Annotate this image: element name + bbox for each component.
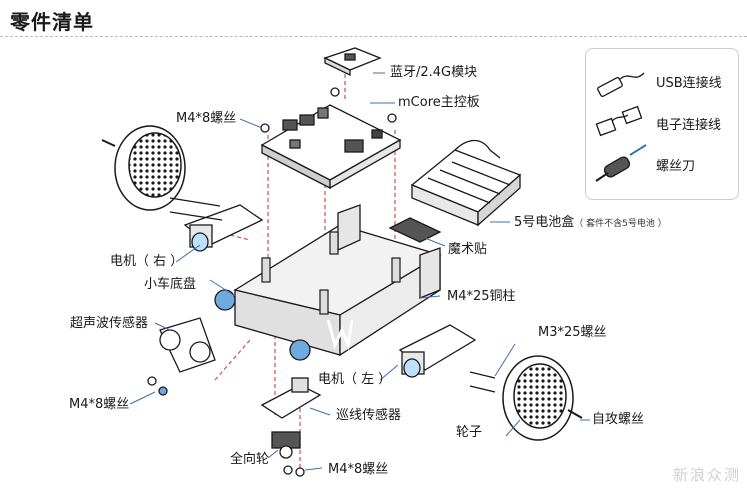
legend-screwdriver: 螺丝刀 xyxy=(656,159,696,174)
wheel-top-left xyxy=(114,125,186,211)
line-sensor xyxy=(260,377,322,419)
label-battery-box: 5号电池盒（ 套件不含5号电池 ） xyxy=(514,215,667,232)
label-m4x8-top: M4*8螺丝 xyxy=(176,111,237,126)
label-motor-left: 电机（ 左 ） xyxy=(318,372,392,387)
label-m3x25-screw: M3*25螺丝 xyxy=(538,325,607,340)
bluetooth-module xyxy=(323,47,382,77)
usb-cable-icon xyxy=(597,72,645,97)
motor-right xyxy=(169,197,264,252)
label-mcore-board: mCore主控板 xyxy=(398,95,480,110)
caster-wheel xyxy=(271,431,301,459)
label-bluetooth-module: 蓝牙/2.4G模块 xyxy=(390,65,478,80)
chassis xyxy=(214,204,442,361)
label-wheel: 轮子 xyxy=(456,425,483,440)
watermark: 新浪众测 xyxy=(672,466,741,484)
accessories-legend: USB连接线 电子连接线 螺丝刀 xyxy=(585,48,739,200)
battery-note: （ 套件不含5号电池 ） xyxy=(574,219,667,229)
m3x25-screws xyxy=(469,371,496,393)
bottom-screws xyxy=(147,376,305,477)
label-chassis: 小车底盘 xyxy=(144,277,197,292)
mcore-board xyxy=(260,87,402,190)
legend-icons xyxy=(595,72,647,182)
label-caster: 全向轮 xyxy=(230,452,270,467)
self-tapping-screw xyxy=(567,409,583,419)
wheel-bottom-right xyxy=(502,355,574,441)
label-ultrasonic-sensor: 超声波传感器 xyxy=(70,316,149,331)
title-divider xyxy=(0,36,747,37)
label-m4x8-bottom: M4*8螺丝 xyxy=(328,462,389,477)
screwdriver-icon xyxy=(595,144,647,182)
copper-standoffs xyxy=(261,231,401,315)
motor-left xyxy=(398,324,477,378)
legend-electronic-cable: 电子连接线 xyxy=(656,118,722,133)
page-title: 零件清单 xyxy=(10,10,94,34)
label-motor-right: 电机（ 右 ） xyxy=(110,254,184,269)
electronic-cable-icon xyxy=(595,105,643,137)
legend-usb-cable: USB连接线 xyxy=(656,76,722,91)
battery-box xyxy=(410,139,522,227)
label-m4x8-left: M4*8螺丝 xyxy=(69,397,130,412)
velcro-pad xyxy=(388,217,442,243)
label-self-tapping-screw: 自攻螺丝 xyxy=(592,412,645,427)
ultrasonic-sensor xyxy=(159,317,216,373)
label-velcro: 魔术贴 xyxy=(448,242,488,257)
label-line-sensor: 巡线传感器 xyxy=(336,408,402,423)
label-copper-standoff: M4*25铜柱 xyxy=(447,289,516,304)
battery-box-text: 5号电池盒 xyxy=(514,215,575,230)
screw-small xyxy=(101,139,116,147)
leader-lines xyxy=(129,72,590,471)
